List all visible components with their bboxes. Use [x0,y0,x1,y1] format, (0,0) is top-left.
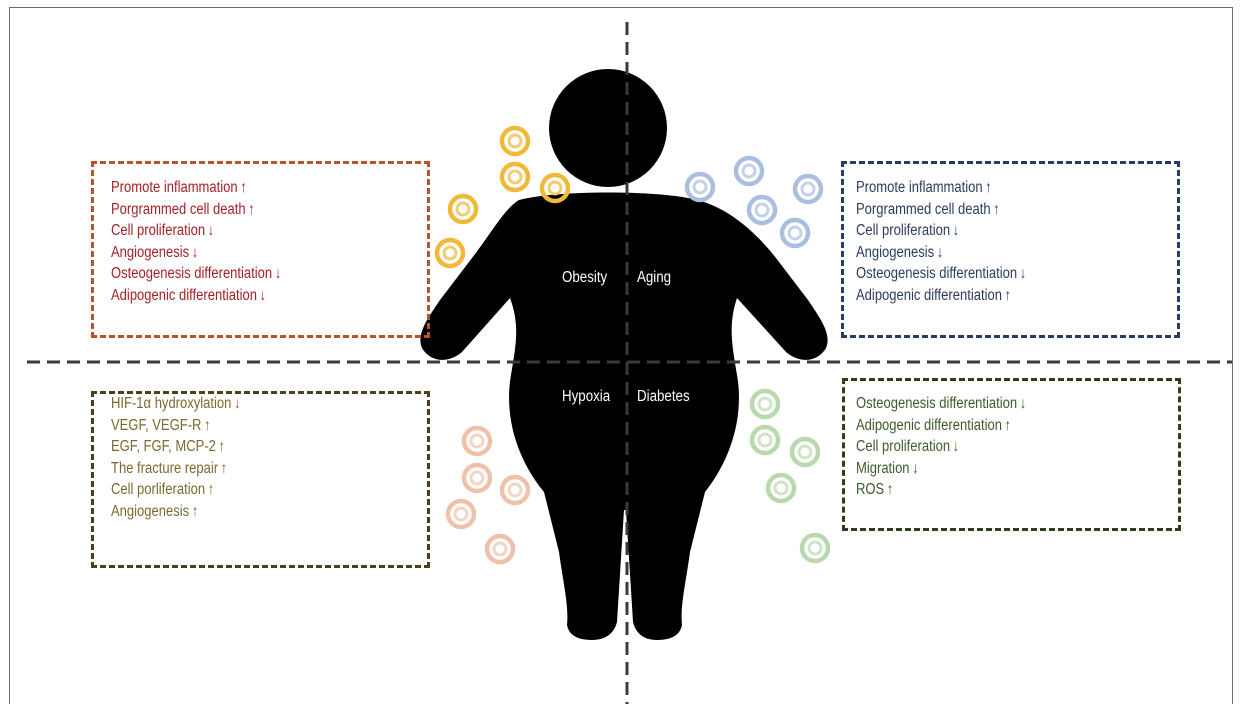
effect-item: Cell proliferation↓ [856,438,960,456]
up-arrow-icon: ↑ [207,481,215,499]
down-arrow-icon: ↓ [952,222,960,240]
up-arrow-icon: ↑ [218,438,225,456]
diabetes-effects-list: Osteogenesis differentiation↓ Adipogenic… [856,393,1026,501]
stem-cell-icon [799,532,831,564]
down-arrow-icon: ↓ [912,459,919,477]
effect-item: VEGF, VEGF-R↑ [111,416,211,434]
effect-item: Osteogenesis differentiation↓ [111,265,282,283]
up-arrow-icon: ↑ [993,200,1000,218]
stem-cell-icon [749,388,781,420]
stem-cell-icon [779,217,811,249]
stem-cell-icon [539,172,571,204]
aging-cell-group [684,155,824,249]
down-arrow-icon: ↓ [1019,395,1027,412]
down-arrow-icon: ↓ [207,222,215,240]
up-arrow-icon: ↑ [203,416,211,434]
up-arrow-icon: ↑ [248,200,255,218]
effect-item: Osteogenesis differentiation↓ [856,265,1027,283]
stem-cell-icon [792,173,824,205]
effect-item: Migration↓ [856,459,919,477]
hypoxia-cell-group [445,425,531,565]
down-arrow-icon: ↓ [274,265,282,283]
stem-cell-icon [499,161,531,193]
quadrant-label-obesity: Obesity [562,269,608,286]
effect-item: Promote inflammation↑ [111,179,247,196]
quadrant-label-aging: Aging [637,269,672,286]
effect-item: EGF, FGF, MCP-2↑ [111,438,225,456]
stem-cell-icon [484,533,516,565]
up-arrow-icon: ↑ [985,179,992,196]
quadrant-label-diabetes: Diabetes [637,388,690,405]
hypoxia-effects-box [91,391,430,568]
effect-item: Angiogenesis↓ [856,243,944,261]
effect-item: Promote inflammation↑ [856,179,992,196]
hypoxia-effects-list: HIF-1α hydroxylation↓ VEGF, VEGF-R↑ EGF,… [111,393,240,523]
effect-item: Adipogenic differentiation↓ [111,286,267,304]
down-arrow-icon: ↓ [233,395,241,412]
stem-cell-icon [765,472,797,504]
aging-effects-list: Promote inflammation↑ Porgrammed cell de… [856,177,1026,307]
down-arrow-icon: ↓ [191,243,199,261]
effect-item: Adipogenic differentiation↑ [856,416,1012,434]
effect-item: Porgrammed cell death↑ [111,200,255,218]
down-arrow-icon: ↓ [936,243,944,261]
down-arrow-icon: ↓ [1019,265,1027,283]
up-arrow-icon: ↑ [886,481,894,499]
up-arrow-icon: ↑ [191,502,199,520]
effect-item: The fracture repair↑ [111,459,228,477]
diabetes-cell-group [749,388,831,564]
figure-frame [9,7,1233,704]
effect-item: HIF-1α hydroxylation↓ [111,395,241,412]
obesity-effects-list: Promote inflammation↑ Porgrammed cell de… [111,177,281,307]
stem-cell-icon [445,498,477,530]
stem-cell-icon [461,462,493,494]
effect-item: Angiogenesis↓ [111,243,199,261]
down-arrow-icon: ↓ [952,438,960,456]
up-arrow-icon: ↑ [1004,416,1012,434]
aging-effects-box [841,161,1180,338]
stem-cell-icon [789,436,821,468]
stem-cell-icon [684,171,716,203]
stem-cell-icon [447,193,479,225]
stem-cell-icon [733,155,765,187]
stem-cell-icon [461,425,493,457]
stem-cell-icon [746,194,778,226]
effect-item: Cell proliferation↓ [111,222,215,240]
stem-cell-icon [499,125,531,157]
up-arrow-icon: ↑ [240,179,247,196]
effect-item: Porgrammed cell death↑ [856,200,1000,218]
effect-item: Adipogenic differentiation↑ [856,286,1012,304]
stem-cell-icon [434,237,466,269]
effect-item: Osteogenesis differentiation↓ [856,395,1027,412]
up-arrow-icon: ↑ [220,459,228,477]
effect-item: Cell porliferation↑ [111,481,215,499]
stem-cell-icon [749,424,781,456]
effect-item: Cell proliferation↓ [856,222,960,240]
down-arrow-icon: ↓ [259,286,267,304]
stem-cell-icon [499,474,531,506]
effect-item: ROS↑ [856,481,894,499]
diabetes-effects-box [842,378,1181,531]
effect-item: Angiogenesis↑ [111,502,199,520]
obesity-effects-box [91,161,430,338]
person-silhouette-icon [420,69,828,640]
quadrant-label-hypoxia: Hypoxia [562,388,611,405]
up-arrow-icon: ↑ [1004,286,1012,304]
obesity-cell-group [434,125,571,269]
